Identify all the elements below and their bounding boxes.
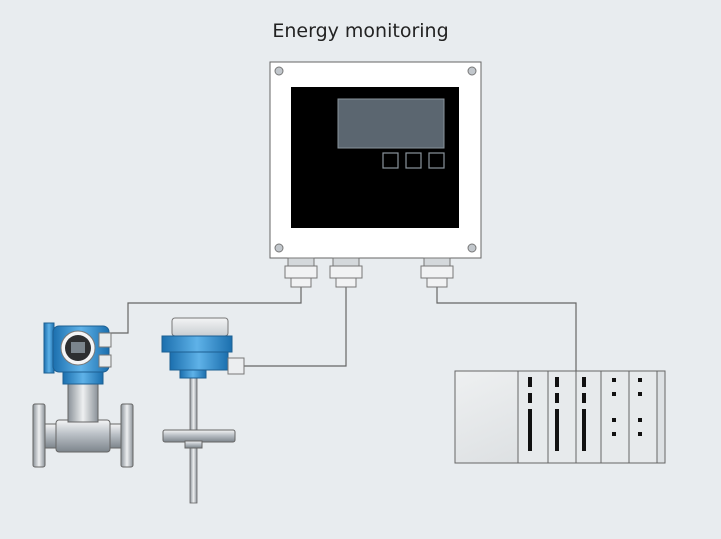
cable-gland bbox=[420, 257, 454, 288]
cable-gland bbox=[284, 257, 318, 288]
flowmeter-display bbox=[71, 342, 85, 353]
wire-temperature-sensor bbox=[243, 287, 347, 367]
wire-flowmeter bbox=[108, 287, 302, 334]
flowmeter-icon bbox=[32, 322, 134, 468]
cable-gland bbox=[329, 257, 363, 288]
plc-icon bbox=[454, 370, 666, 464]
signal-wires bbox=[108, 287, 577, 372]
plc-io-indicators bbox=[528, 377, 642, 451]
diagram-title: Energy monitoring bbox=[272, 20, 449, 42]
display-screen bbox=[337, 98, 445, 149]
keypad-button bbox=[428, 152, 445, 169]
temperature-sensor-icon bbox=[161, 317, 245, 504]
keypad-button bbox=[382, 152, 399, 169]
wire-control-system bbox=[436, 287, 577, 372]
energy-manager-icon bbox=[269, 61, 482, 288]
keypad-button bbox=[405, 152, 422, 169]
